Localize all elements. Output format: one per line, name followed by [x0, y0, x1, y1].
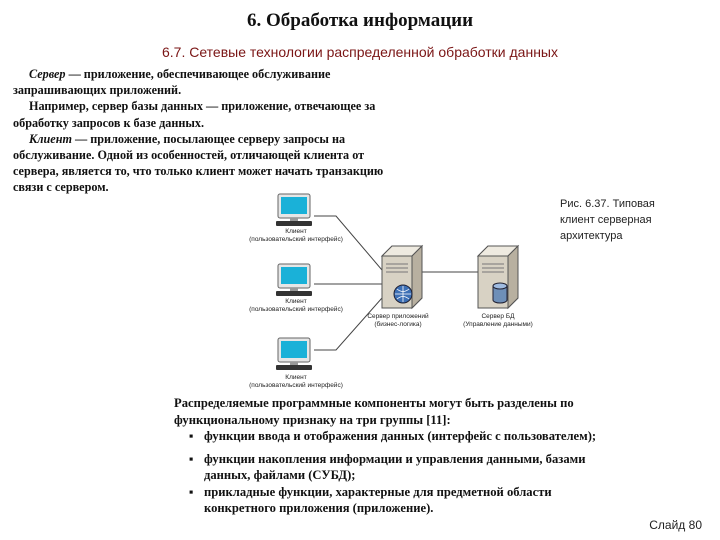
list-item-text: функции накопления информации и управлен… — [204, 451, 586, 483]
list-item: ▪ функции накопления информации и управле… — [174, 451, 614, 484]
server-definition: Сервер — приложение, обеспечивающее обсл… — [13, 66, 385, 98]
client-sublabel: (пользовательский интерфейс) — [249, 235, 343, 243]
components-list: ▪ функции ввода и отображения данных (инт… — [174, 428, 614, 517]
connection-lines — [314, 215, 478, 351]
list-item-text: функции ввода и отображения данных (инте… — [204, 429, 597, 443]
client-sublabel: (пользовательский интерфейс) — [249, 305, 343, 313]
client-computer-icon — [276, 337, 312, 370]
server-term: Сервер — [29, 67, 66, 81]
db-server-label: Сервер БД — [481, 313, 515, 320]
slide-title: 6. Обработка информации — [246, 10, 474, 31]
components-text: Распределяемые программные компоненты мо… — [174, 395, 614, 517]
client-term: Клиент — [29, 131, 72, 146]
client-computer-icon — [276, 263, 312, 296]
slide-number: Слайд 80 — [649, 518, 702, 532]
section-subtitle: 6.7. Сетевые технологии распределенной о… — [161, 44, 558, 60]
list-item-text: прикладные функции, характерные для пред… — [204, 484, 552, 516]
server-definition-text: — приложение, обеспечивающее обслуживани… — [13, 67, 331, 98]
bullet-icon: ▪ — [189, 484, 194, 499]
application-server-icon — [380, 244, 424, 310]
client-label: Клиент — [285, 298, 306, 305]
definitions-block: Сервер — приложение, обеспечивающее обсл… — [13, 66, 385, 196]
client-label: Клиент — [285, 374, 306, 381]
bullet-icon: ▪ — [189, 451, 194, 466]
client-label: Клиент — [285, 228, 306, 235]
client-definition: Клиент — приложение, посылающее серверу … — [13, 131, 385, 196]
server-example: Например, сервер базы данных — приложени… — [13, 99, 376, 130]
list-item: ▪ прикладные функции, характерные для пре… — [174, 484, 614, 517]
app-server-sublabel: (бизнес-логика) — [374, 320, 421, 328]
client-server-diagram: Клиент (пользовательский интерфейс) Клие… — [249, 193, 533, 389]
app-server-label: Сервер приложений — [367, 312, 429, 320]
bullet-icon: ▪ — [189, 429, 194, 443]
client-definition-text: — приложение, посылающее серверу запросы… — [13, 131, 384, 195]
db-server-sublabel: (Управление данными) — [463, 321, 533, 328]
client-computer-icon — [276, 193, 312, 226]
client-sublabel: (пользовательский интерфейс) — [249, 381, 343, 389]
list-item: ▪ функции ввода и отображения данных (инт… — [174, 428, 614, 445]
components-intro: Распределяемые программные компоненты мо… — [174, 396, 574, 427]
figure-caption: Рис. 6.37. Типовая клиент серверная архи… — [560, 198, 655, 242]
database-server-icon — [476, 244, 520, 310]
